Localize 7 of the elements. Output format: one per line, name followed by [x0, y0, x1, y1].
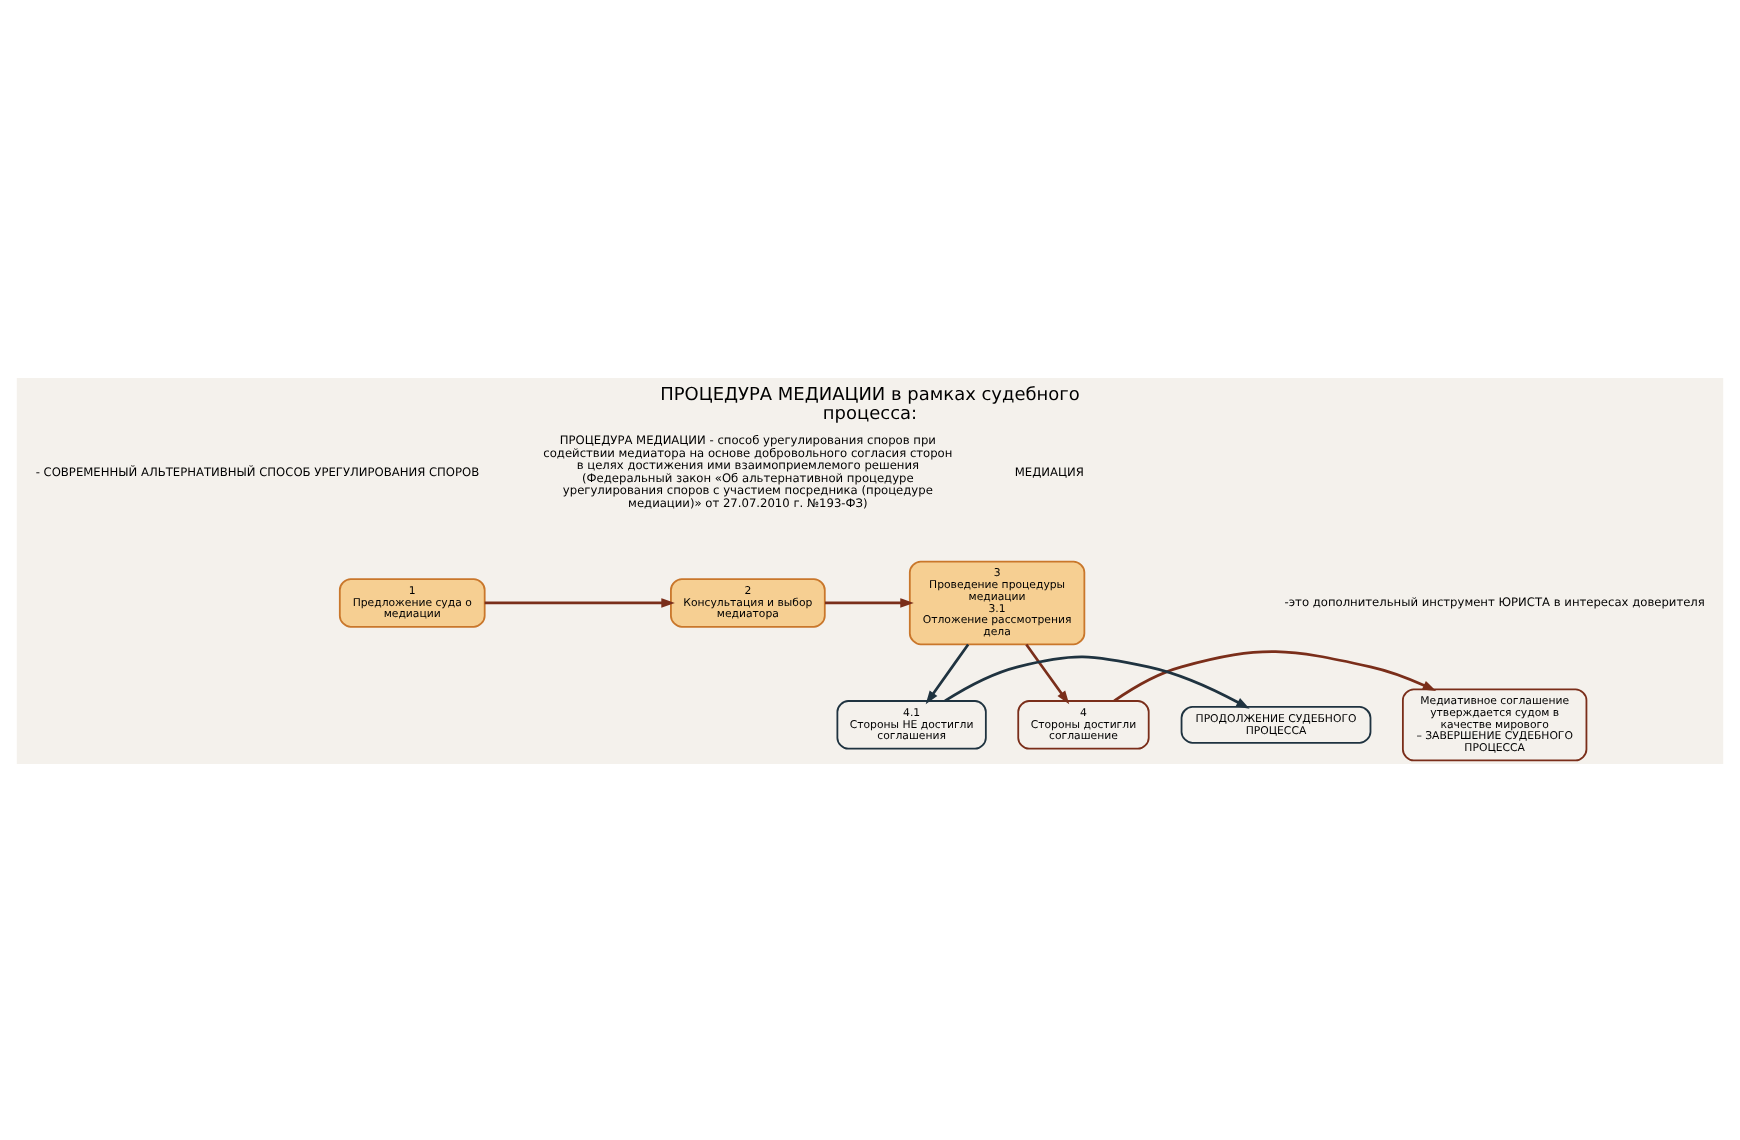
arrow	[484, 597, 675, 607]
diagram-title: ПРОЦЕДУРА МЕДИАЦИИ в рамках судебного процесса:	[660, 384, 1080, 425]
arrow	[944, 654, 1250, 708]
arrow	[825, 597, 914, 607]
arrow	[1113, 649, 1437, 701]
arrow	[1025, 642, 1070, 704]
arrow	[925, 642, 970, 704]
